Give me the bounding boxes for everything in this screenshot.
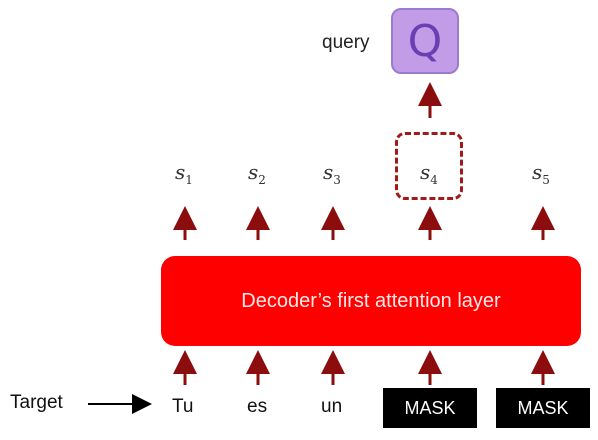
- mask-token-5: MASK: [496, 388, 590, 428]
- s4-highlight-box: [395, 132, 463, 200]
- mask-token-4-label: MASK: [404, 397, 456, 418]
- target-label: Target: [10, 392, 63, 413]
- output-label-s1: s1: [175, 160, 193, 187]
- token-tu: Tu: [172, 396, 194, 417]
- mask-token-5-label: MASK: [517, 397, 569, 418]
- output-label-s5: s5: [532, 160, 550, 187]
- mask-token-4: MASK: [383, 388, 477, 428]
- token-un: un: [321, 396, 343, 417]
- query-label: query: [322, 32, 370, 53]
- decoder-label: Decoder’s first attention layer: [241, 289, 501, 312]
- query-box: Q: [391, 8, 459, 74]
- output-label-s4: s4: [420, 160, 438, 187]
- decoder-attention-layer: Decoder’s first attention layer: [161, 256, 581, 346]
- output-label-s3: s3: [323, 160, 341, 187]
- output-label-s2: s2: [248, 160, 266, 187]
- token-es: es: [247, 396, 268, 417]
- query-symbol: Q: [407, 15, 443, 67]
